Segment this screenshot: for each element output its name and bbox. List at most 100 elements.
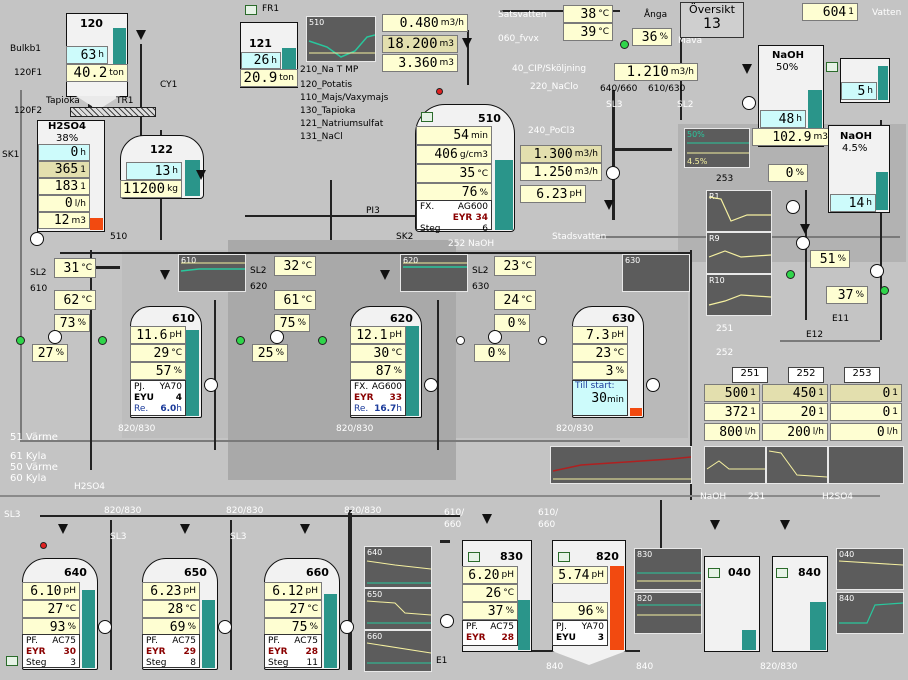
pump-610[interactable] bbox=[204, 378, 218, 392]
indicator-red-640 bbox=[40, 542, 47, 549]
conveyor-tr1[interactable] bbox=[70, 107, 156, 117]
tank-630-level bbox=[630, 408, 642, 416]
tank-040-doc-icon[interactable] bbox=[708, 568, 720, 578]
trend-r1[interactable]: R1 bbox=[706, 190, 772, 232]
overview-button[interactable]: Översikt 13 bbox=[680, 2, 744, 38]
tank-610-level bbox=[186, 330, 199, 416]
trend-610[interactable]: 610 bbox=[178, 254, 246, 292]
pump-naoh[interactable] bbox=[742, 96, 756, 110]
pump-510[interactable] bbox=[606, 166, 620, 180]
trend-830[interactable]: 830 bbox=[634, 548, 702, 590]
pump-pu2-610[interactable] bbox=[48, 330, 62, 344]
valve-icon[interactable] bbox=[136, 30, 146, 40]
fr1-doc-icon[interactable] bbox=[245, 5, 257, 15]
valve-icon[interactable] bbox=[300, 524, 310, 534]
valve-icon[interactable] bbox=[58, 524, 68, 534]
pump-650[interactable] bbox=[218, 620, 232, 634]
tank-640-doc-icon[interactable] bbox=[6, 656, 18, 666]
chem-item[interactable]: 131_NaCl bbox=[300, 132, 343, 142]
tank-660-level bbox=[324, 594, 337, 668]
trend-620[interactable]: 620 bbox=[400, 254, 468, 292]
pump-660[interactable] bbox=[340, 620, 354, 634]
tank-121-tag: 121 bbox=[249, 37, 272, 50]
chem-item[interactable]: 210_Na T MP bbox=[300, 65, 359, 75]
chem-item[interactable]: 121_Natriumsulfat bbox=[300, 119, 384, 129]
tank-840-doc-icon[interactable] bbox=[776, 568, 788, 578]
trend-820[interactable]: 820 bbox=[634, 592, 702, 634]
label-sk1: SK1 bbox=[2, 150, 20, 160]
tank-510-tag: 510 bbox=[478, 112, 501, 125]
pump-pu2-630[interactable] bbox=[488, 330, 502, 344]
trend-510[interactable]: 510 bbox=[306, 16, 376, 62]
trend-naoh[interactable]: 50% 4.5% bbox=[684, 128, 750, 168]
naoh-small-doc-icon[interactable] bbox=[826, 62, 838, 72]
pump-r9[interactable] bbox=[796, 236, 810, 250]
pump-pu2-620[interactable] bbox=[270, 330, 284, 344]
valve-icon[interactable] bbox=[482, 514, 492, 524]
pump-620[interactable] bbox=[424, 378, 438, 392]
label-mava: Mava bbox=[678, 36, 703, 46]
indicator-r2-630 bbox=[456, 336, 465, 345]
pump-sk1[interactable] bbox=[30, 232, 44, 246]
t630-till-start: Till start: 30min bbox=[572, 380, 628, 416]
naoh-title-2: NaOH bbox=[840, 131, 872, 142]
label-sl3-bottom-b: SL3 bbox=[110, 532, 127, 542]
valve-icon[interactable] bbox=[380, 270, 390, 280]
valve-icon[interactable] bbox=[180, 524, 190, 534]
trend-040[interactable]: 040 bbox=[836, 548, 904, 590]
trend-251[interactable] bbox=[704, 446, 766, 484]
trend-r9[interactable]: R9 bbox=[706, 232, 772, 274]
trend-630[interactable]: 630 bbox=[622, 254, 690, 292]
valve-icon[interactable] bbox=[800, 224, 810, 234]
trend-253[interactable] bbox=[828, 446, 904, 484]
label-840-b: 840 bbox=[636, 662, 654, 672]
tank-830-doc-icon[interactable] bbox=[468, 552, 480, 562]
label-820-830-f: 820/830 bbox=[344, 506, 382, 516]
pump-830[interactable] bbox=[440, 614, 454, 628]
trend-main[interactable] bbox=[550, 446, 692, 484]
valve-icon[interactable] bbox=[742, 64, 752, 74]
trend-r10[interactable]: R10 bbox=[706, 274, 772, 316]
valve-icon[interactable] bbox=[710, 520, 720, 530]
trend-840[interactable]: 840 bbox=[836, 592, 904, 634]
trend-650[interactable]: 650 bbox=[364, 588, 432, 630]
chem-item[interactable]: 110_Majs/Vaxymajs bbox=[300, 93, 389, 103]
r9-pct: 51% bbox=[810, 250, 850, 268]
trend-640[interactable]: 640 bbox=[364, 546, 432, 588]
valve-icon[interactable] bbox=[780, 520, 790, 530]
trend-252[interactable] bbox=[766, 446, 828, 484]
pump-r10[interactable] bbox=[870, 264, 884, 278]
chem-item[interactable]: 130_Tapioka bbox=[300, 106, 356, 116]
valve-icon[interactable] bbox=[604, 200, 614, 210]
valve-icon[interactable] bbox=[196, 170, 206, 180]
valve-icon[interactable] bbox=[462, 38, 472, 48]
chem-item[interactable]: 120_Potatis bbox=[300, 80, 353, 90]
pump-630[interactable] bbox=[646, 378, 660, 392]
trend-660[interactable]: 660 bbox=[364, 630, 432, 672]
tank-510-doc-icon[interactable] bbox=[421, 112, 433, 122]
tank-820-doc-icon[interactable] bbox=[558, 552, 570, 562]
valve-icon[interactable] bbox=[160, 270, 170, 280]
t610-p: 57% bbox=[130, 362, 186, 380]
pump-640[interactable] bbox=[98, 620, 112, 634]
t830-p: 37% bbox=[462, 602, 518, 620]
naoh-title: NaOH bbox=[772, 50, 804, 61]
t630-r2-pct: 0% bbox=[474, 344, 510, 362]
t620-t: 30°C bbox=[350, 344, 406, 362]
pump-naoh-253[interactable] bbox=[786, 200, 800, 214]
